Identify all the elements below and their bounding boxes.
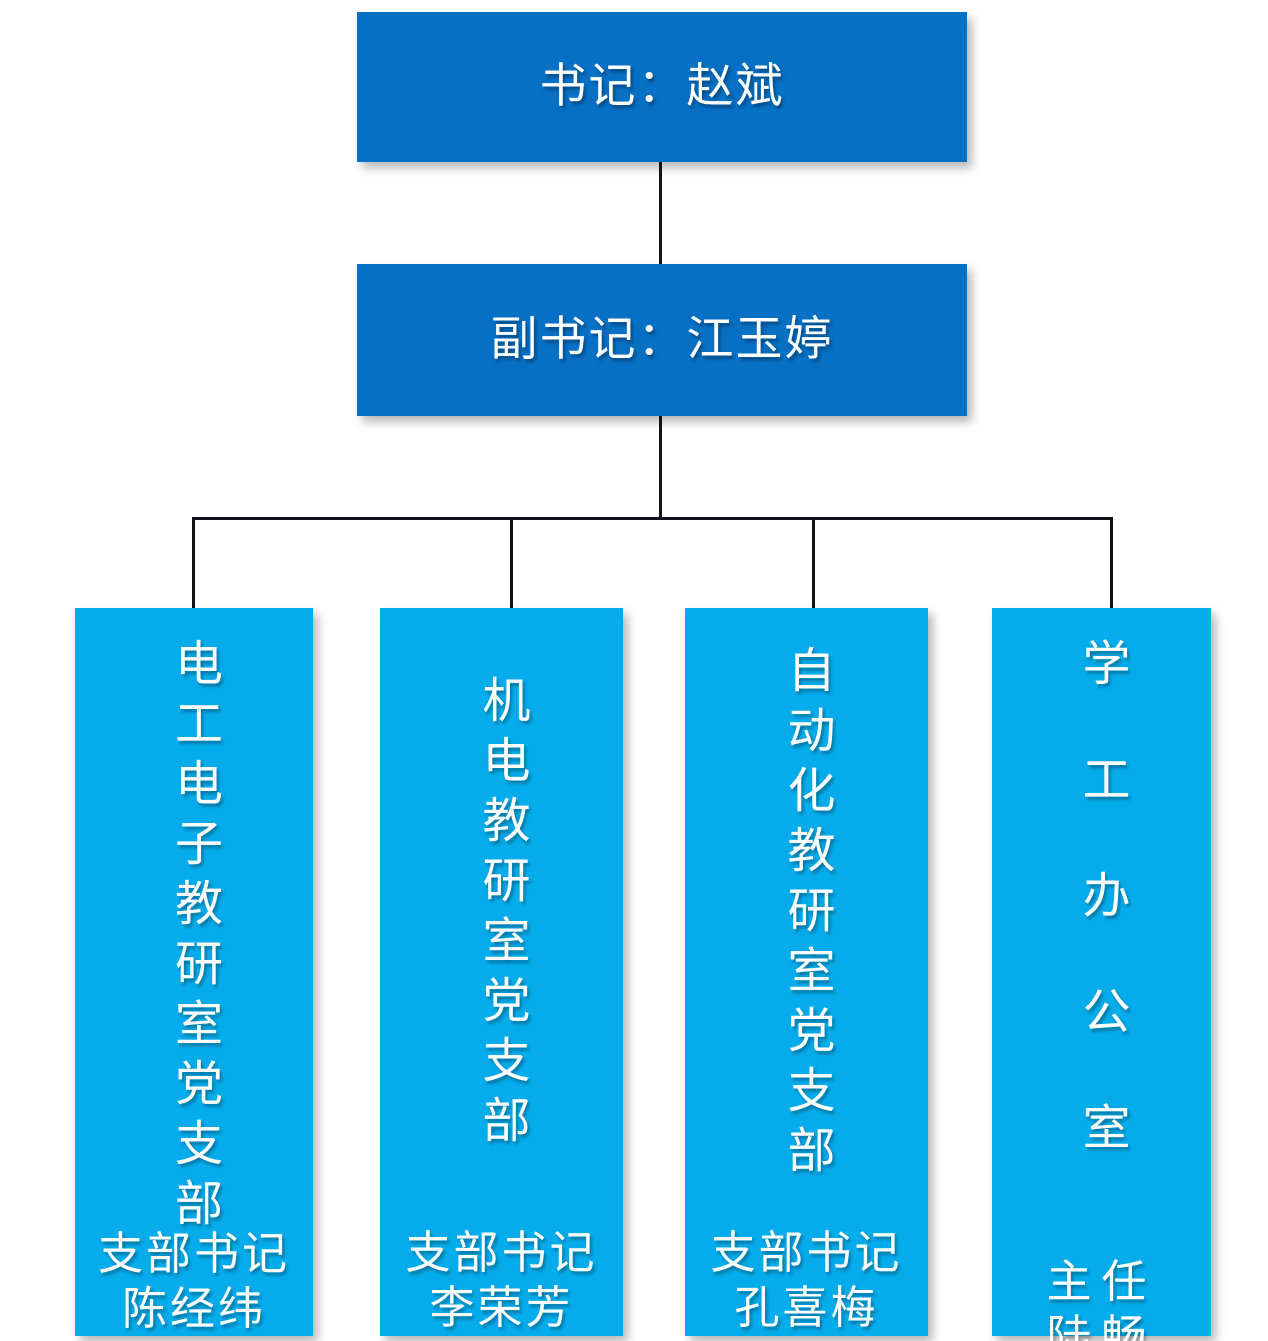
connector-secretary-to-deputy xyxy=(659,162,662,265)
org-node-secretary[interactable]: 书记：赵斌 xyxy=(357,12,967,162)
org-node-unit-student-affairs[interactable]: 学工办公室 主任 陆畅 xyxy=(992,608,1211,1341)
org-node-unit-3-leader-role: 支部书记 xyxy=(710,1226,903,1280)
connector-drop-unit-2 xyxy=(510,517,513,609)
org-node-unit-1-leader-role: 支部书记 xyxy=(97,1227,290,1280)
org-node-unit-3-leader-name: 孔喜梅 xyxy=(734,1281,879,1335)
org-node-unit-4-name: 学工办公室 xyxy=(1073,638,1130,1218)
org-node-deputy-secretary[interactable]: 副书记：江玉婷 xyxy=(357,264,967,416)
org-node-secretary-title: 书记：赵斌 xyxy=(539,59,785,115)
org-node-unit-3-leader: 支部书记 孔喜梅 xyxy=(710,1226,902,1336)
connector-drop-unit-3 xyxy=(812,517,815,609)
org-node-deputy-secretary-title: 副书记：江玉婷 xyxy=(490,312,834,368)
org-node-unit-1-leader: 支部书记 陈经纬 xyxy=(98,1227,290,1337)
org-node-unit-1-name: 电工电子教研室党支部 xyxy=(166,638,222,1238)
org-node-unit-1-leader-name: 陈经纬 xyxy=(121,1281,266,1335)
org-node-unit-2-name: 机电教研室党支部 xyxy=(473,675,530,1156)
org-node-unit-4-leader-name: 陆畅 xyxy=(1046,1309,1157,1341)
org-node-unit-2-leader-name: 李荣芳 xyxy=(429,1281,574,1335)
connector-drop-unit-4 xyxy=(1110,517,1113,609)
org-node-unit-3-name: 自动化教研室党支部 xyxy=(778,645,835,1186)
connector-deputy-down xyxy=(659,416,662,519)
connector-drop-unit-1 xyxy=(192,517,195,609)
connector-horizontal-bus xyxy=(192,517,1113,520)
org-node-unit-4-leader: 主任 陆畅 xyxy=(1046,1255,1156,1341)
org-node-unit-mechatronics[interactable]: 机电教研室党支部 支部书记 李荣芳 xyxy=(380,608,623,1336)
org-node-unit-4-leader-role: 主任 xyxy=(1046,1255,1157,1308)
org-node-unit-2-leader: 支部书记 李荣芳 xyxy=(405,1226,597,1336)
org-node-unit-2-leader-role: 支部书记 xyxy=(405,1226,598,1280)
org-node-unit-electrical-electronics[interactable]: 电工电子教研室党支部 支部书记 陈经纬 xyxy=(75,608,313,1336)
org-node-unit-automation[interactable]: 自动化教研室党支部 支部书记 孔喜梅 xyxy=(685,608,928,1336)
